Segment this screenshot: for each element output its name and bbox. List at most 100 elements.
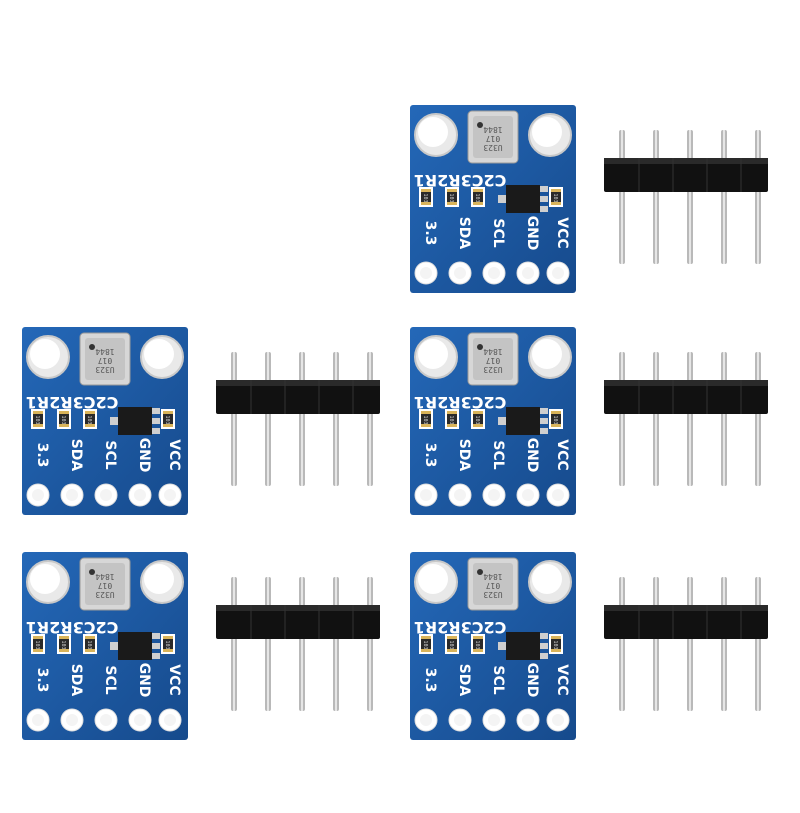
voltage-regulator	[498, 632, 548, 660]
sensor-marking: 1844	[483, 125, 502, 134]
header-plastic-body	[604, 605, 768, 639]
pin-label-gnd: GND	[136, 663, 152, 698]
header-pin	[687, 352, 693, 486]
pin-label-vcc: VCC	[166, 439, 182, 470]
header-pin	[755, 352, 761, 486]
svg-text:103: 103	[552, 640, 558, 649]
header-pin	[721, 352, 727, 486]
pin-label-33: 3.3	[34, 443, 50, 468]
pin-label-vcc: VCC	[166, 664, 182, 695]
sensor-marking: 017	[486, 581, 501, 590]
header-pin	[619, 352, 625, 486]
sensor-marking: 017	[98, 356, 113, 365]
sensor-marking: 017	[486, 134, 501, 143]
header-pin	[367, 352, 373, 486]
smd-resistor: 103	[445, 634, 459, 654]
header-pin	[299, 577, 305, 711]
pin-label-33: 3.3	[422, 668, 438, 693]
sensor-marking: 017	[98, 581, 113, 590]
pin-label-gnd: GND	[524, 663, 540, 698]
pcb-substrate	[410, 105, 576, 293]
svg-text:103: 103	[474, 193, 480, 202]
smd-resistor: 103	[83, 634, 97, 654]
svg-text:103: 103	[448, 193, 454, 202]
svg-text:103: 103	[552, 193, 558, 202]
smd-resistor: 103	[471, 634, 485, 654]
pin-header	[212, 350, 384, 494]
pcb-substrate	[22, 327, 188, 515]
silk-component-labels: C2C3R2R1	[414, 171, 507, 190]
pcb-substrate	[22, 552, 188, 740]
header-pin	[333, 352, 339, 486]
smd-resistor: 103	[31, 409, 45, 429]
smd-resistor: 103	[419, 634, 433, 654]
svg-text:103: 103	[86, 640, 92, 649]
pin-header	[600, 575, 772, 719]
smd-resistor: 103	[471, 409, 485, 429]
sensor-marking: 1844	[483, 347, 502, 356]
pin-label-scl: SCL	[490, 218, 506, 247]
header-pin	[619, 130, 625, 264]
pin-header	[600, 350, 772, 494]
pin-label-vcc: VCC	[554, 439, 570, 470]
pin-label-33: 3.3	[34, 668, 50, 693]
svg-text:103: 103	[60, 415, 66, 424]
sensor-marking: U323	[95, 365, 114, 374]
svg-text:103: 103	[422, 640, 428, 649]
svg-text:103: 103	[86, 415, 92, 424]
sensor-marking: U323	[95, 590, 114, 599]
svg-text:103: 103	[474, 415, 480, 424]
smd-resistor: 103	[161, 634, 175, 654]
voltage-regulator	[110, 407, 160, 435]
pin-label-scl: SCL	[102, 665, 118, 694]
svg-text:103: 103	[552, 415, 558, 424]
pin-label-scl: SCL	[102, 440, 118, 469]
voltage-regulator	[498, 407, 548, 435]
header-pin	[265, 352, 271, 486]
header-pin	[721, 130, 727, 264]
header-pin	[265, 577, 271, 711]
header-plastic-body	[216, 380, 380, 414]
pin-label-sda: SDA	[456, 217, 472, 250]
header-pin	[653, 577, 659, 711]
pin-label-vcc: VCC	[554, 664, 570, 695]
sensor-marking: 1844	[483, 572, 502, 581]
sensor-marking: U323	[483, 143, 502, 152]
pin-label-sda: SDA	[456, 439, 472, 472]
smd-resistor: 103	[57, 634, 71, 654]
voltage-regulator	[498, 185, 548, 213]
smd-resistor: 103	[419, 409, 433, 429]
sensor-marking: 1844	[95, 572, 114, 581]
header-pin	[687, 577, 693, 711]
header-pin	[687, 130, 693, 264]
pin-label-scl: SCL	[490, 665, 506, 694]
smd-resistor: 103	[57, 409, 71, 429]
silk-component-labels: C2C3R2R1	[414, 393, 507, 412]
pcb-substrate	[410, 552, 576, 740]
svg-text:103: 103	[474, 640, 480, 649]
header-pin	[653, 130, 659, 264]
header-pin	[721, 577, 727, 711]
pin-label-gnd: GND	[524, 216, 540, 251]
silk-component-labels: C2C3R2R1	[26, 618, 119, 637]
header-plastic-body	[604, 158, 768, 192]
svg-text:103: 103	[164, 415, 170, 424]
sensor-marking: 017	[486, 356, 501, 365]
header-pin	[333, 577, 339, 711]
pin-label-sda: SDA	[68, 664, 84, 697]
header-pin	[755, 130, 761, 264]
pin-label-gnd: GND	[524, 438, 540, 473]
sensor-marking: U323	[483, 590, 502, 599]
pin-header	[600, 128, 772, 272]
smd-resistor: 103	[445, 409, 459, 429]
svg-text:103: 103	[448, 640, 454, 649]
